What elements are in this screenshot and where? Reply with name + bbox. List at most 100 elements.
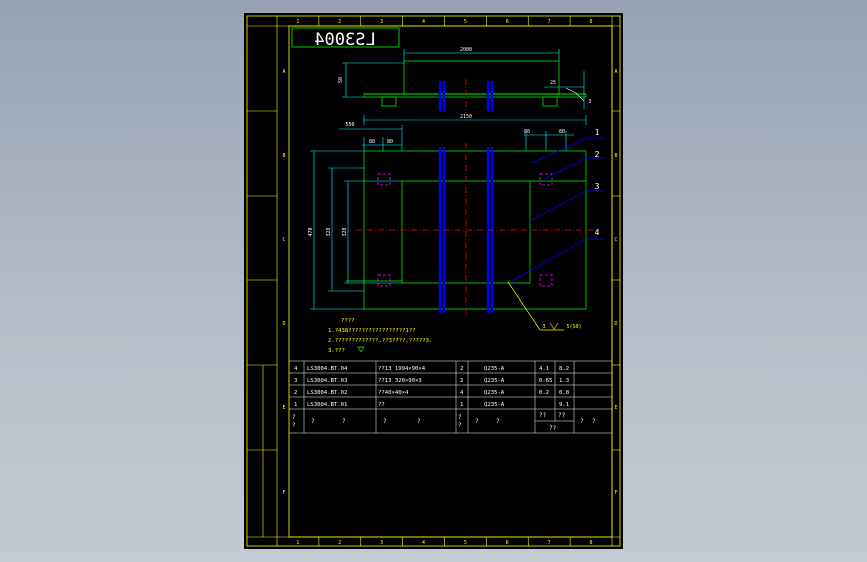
col-label-top-8: 8 xyxy=(590,19,593,25)
binding-strip xyxy=(247,110,277,537)
balloon-2: 2 xyxy=(595,150,600,159)
bom-cell-unit: 4.1 xyxy=(539,366,549,372)
row-label-e-right: E xyxy=(614,405,617,411)
bom-cell-mat: Q235-A xyxy=(484,366,505,372)
dim-hole-l2: 80 xyxy=(387,139,393,145)
bom-header: ? ? ? ? ? ? ? ? ? ? ?? ?? ?? ? ? xyxy=(292,412,596,432)
drawing-frame xyxy=(288,25,613,538)
dim-small-a: 25 xyxy=(550,80,556,86)
col-label-top-3: 3 xyxy=(380,19,383,25)
svg-text:?: ? xyxy=(475,418,479,425)
bom-cell-name: ??40×40×4 xyxy=(378,390,409,396)
col-label-top-4: 4 xyxy=(422,19,425,25)
svg-text:?: ? xyxy=(311,418,315,425)
balloon-4: 4 xyxy=(595,228,600,237)
bom-cell-no: 4 xyxy=(294,366,298,372)
svg-text:3: 3 xyxy=(542,324,545,330)
bom-cell-code: LS3004.BT.03 xyxy=(307,378,347,384)
svg-text:?: ? xyxy=(496,418,500,425)
row-label-a-right: A xyxy=(614,69,617,75)
bom-cell-code: LS3004.BT.01 xyxy=(307,402,347,408)
balloon-1: 1 xyxy=(595,128,600,137)
elevation-view: 2000 50 25 3 xyxy=(338,47,592,113)
dim-small-b: 3 xyxy=(588,99,591,105)
row-label-d-right: D xyxy=(614,321,617,327)
bom-cell-name: ?? xyxy=(378,402,385,408)
col-label-top-7: 7 xyxy=(548,19,551,25)
bom-cell-mat: Q235-A xyxy=(484,402,505,408)
bom-cell-code: LS3004.BT.04 xyxy=(307,366,348,372)
svg-text:?: ? xyxy=(580,418,584,425)
svg-text:??: ?? xyxy=(539,412,547,419)
bom-cell-no: 1 xyxy=(294,402,297,408)
row-label-a: A xyxy=(282,69,285,75)
svg-text:????: ???? xyxy=(341,318,354,324)
bom-cell-total: 9.1 xyxy=(559,402,569,408)
svg-text:?: ? xyxy=(292,422,296,429)
col-label-bottom-8: 8 xyxy=(590,540,593,546)
svg-text:?: ? xyxy=(417,418,421,425)
dim-hole-r2: 80 xyxy=(559,129,565,135)
col-label-bottom-7: 7 xyxy=(548,540,551,546)
bom-cell-mat: Q235-A xyxy=(484,378,505,384)
svg-text:?: ? xyxy=(292,414,296,421)
col-label-top-1: 1 xyxy=(296,19,299,25)
dim-height-outer: 470 xyxy=(308,227,314,236)
svg-text:?: ? xyxy=(342,418,346,425)
bom-cell-mat: Q235-A xyxy=(484,390,505,396)
svg-text:?: ? xyxy=(592,418,596,425)
row-label-d: D xyxy=(282,321,285,327)
bom-cell-qty: 1 xyxy=(460,402,463,408)
bom-cell-no: 3 xyxy=(294,378,297,384)
col-label-bottom-3: 3 xyxy=(380,540,383,546)
dim-hole-l1: 80 xyxy=(369,139,375,145)
sheet-border xyxy=(246,15,621,547)
bom-cell-name: ??13 1994×90×4 xyxy=(378,366,426,372)
title-stamp-box xyxy=(291,27,400,48)
bom-cell-total: 1.3 xyxy=(559,378,569,384)
title-stamp: LS3004 xyxy=(314,30,375,50)
col-label-top-6: 6 xyxy=(506,19,509,25)
balloon-leaders xyxy=(511,137,604,282)
bom-cell-unit: 0.2 xyxy=(539,390,549,396)
bom-cell-unit: 0.65 xyxy=(539,378,552,384)
dim-top-width: 2000 xyxy=(460,47,472,53)
bom-cell-qty: 2 xyxy=(460,366,463,372)
row-label-f-right: F xyxy=(614,490,617,496)
bom-cell-total: 0.8 xyxy=(559,390,570,396)
svg-text:??: ?? xyxy=(558,412,566,419)
tech-notes: ???? 1.?438?????????????????1?? 2.??????… xyxy=(328,318,432,354)
col-label-bottom-5: 5 xyxy=(464,540,467,546)
dim-left-offset: 550 xyxy=(345,122,354,128)
svg-text:?: ? xyxy=(458,414,462,421)
row-label-e: E xyxy=(282,405,285,411)
weld-symbol: 3 5(S0) xyxy=(507,281,582,331)
svg-text:5(S0): 5(S0) xyxy=(566,324,581,330)
bom-cell-name: ??13 320×90×3 xyxy=(378,378,422,384)
svg-text:1.?438?????????????????1??: 1.?438?????????????????1?? xyxy=(328,328,416,334)
svg-text:3.???: 3.??? xyxy=(328,348,345,354)
svg-text:?: ? xyxy=(458,422,462,429)
col-label-top-5: 5 xyxy=(464,19,467,25)
col-label-bottom-4: 4 xyxy=(422,540,425,546)
col-label-bottom-6: 6 xyxy=(506,540,509,546)
row-label-c-right: C xyxy=(614,237,617,243)
balloon-3: 3 xyxy=(595,182,600,191)
bom-cell-qty: 4 xyxy=(460,390,464,396)
bom-table xyxy=(289,360,612,434)
dim-overall-width: 2150 xyxy=(460,114,472,120)
row-label-c: C xyxy=(282,237,285,243)
col-label-bottom-1: 1 xyxy=(296,540,299,546)
dim-hole-r1: 80 xyxy=(524,129,530,135)
dim-height-mid: 328 xyxy=(326,227,332,236)
svg-text:??: ?? xyxy=(549,425,557,432)
bom-cell-total: 8.2 xyxy=(559,366,569,372)
svg-text:?: ? xyxy=(383,418,387,425)
col-label-bottom-2: 2 xyxy=(338,540,341,546)
row-label-f: F xyxy=(282,490,285,496)
col-label-top-2: 2 xyxy=(338,19,341,25)
svg-text:2.?????????????,??3????,?????3: 2.?????????????,??3????,?????3. xyxy=(328,338,432,344)
dim-height-inner: 320 xyxy=(342,227,348,236)
